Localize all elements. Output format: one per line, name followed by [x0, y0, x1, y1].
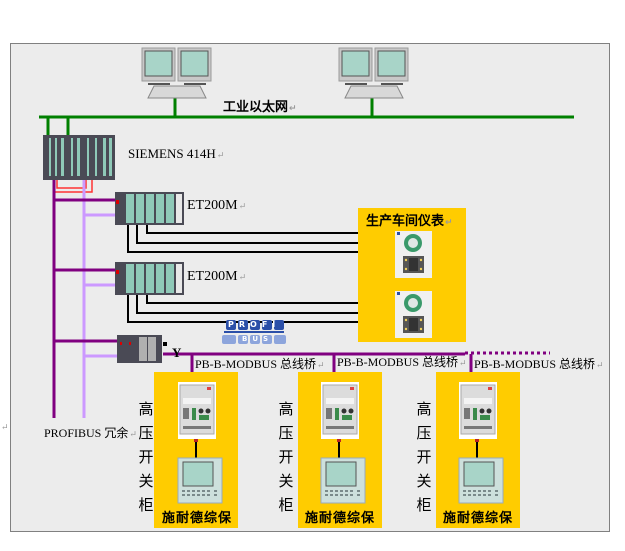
workstation-2-icon[interactable] — [338, 47, 409, 99]
switchgear-3-devices — [458, 382, 504, 504]
switchgear-3-bottom-label: 施耐德综保 — [443, 511, 514, 526]
modbus-bridge-device-icon[interactable] — [321, 382, 359, 439]
et200m-1-label: ET200M↵ — [187, 198, 247, 213]
pressure-transmitter-1-icon[interactable] — [395, 231, 432, 278]
switchgear-2-bottom-label: 施耐德综保 — [305, 511, 376, 526]
protection-relay-hmi-icon[interactable] — [177, 457, 223, 504]
paragraph-mark: ↵ — [1, 422, 9, 432]
modbus-bridge-device-icon[interactable] — [178, 382, 216, 439]
bridge-1-label: PB-B-MODBUS 总线桥↵ — [195, 357, 325, 371]
plc-label: SIEMENS 414H↵ — [128, 146, 225, 161]
switchgear-2-devices — [320, 382, 366, 504]
field-instruments-title: 生产车间仪表↵ — [366, 214, 453, 229]
bridge-3-label: PB-B-MODBUS 总线桥↵ — [474, 357, 604, 371]
profibus-logo-icon — [222, 320, 286, 344]
modbus-bridge-device-icon[interactable] — [459, 382, 497, 439]
switchgear-2-side-label: 高压开关柜 — [278, 400, 294, 514]
et200m-2-label: ET200M↵ — [187, 269, 247, 284]
ethernet-label: 工业以太网↵ — [223, 100, 297, 115]
et200m-1-icon[interactable] — [115, 192, 184, 225]
field-wire-1a — [146, 224, 359, 234]
et200m-2-icon[interactable] — [115, 262, 184, 295]
protection-relay-hmi-icon[interactable] — [320, 457, 366, 504]
y-link-coupler-icon[interactable] — [117, 335, 167, 363]
profibus-redundancy-label: PROFIBUS 冗余↵ — [44, 426, 137, 440]
coupler-label: Y — [172, 345, 182, 360]
switchgear-1-devices — [177, 382, 223, 504]
workstation-1-icon[interactable] — [141, 47, 212, 99]
field-wire-2b — [136, 294, 359, 314]
field-wire-1b — [136, 224, 359, 244]
field-wire-2a — [146, 294, 359, 304]
bridge-2-label: PB-B-MODBUS 总线桥↵ — [337, 355, 467, 369]
switchgear-1-bottom-label: 施耐德综保 — [162, 511, 233, 526]
switchgear-1-side-label: 高压开关柜 — [138, 400, 154, 514]
sync-link-2 — [56, 180, 87, 189]
profibus-logo-bottom-text: BUS — [242, 335, 274, 343]
switchgear-3-side-label: 高压开关柜 — [416, 400, 432, 514]
pressure-transmitter-2-icon[interactable] — [395, 291, 432, 338]
field-wire-1c — [127, 224, 359, 253]
plc-rack-icon[interactable] — [43, 135, 115, 180]
protection-relay-hmi-icon[interactable] — [458, 457, 504, 504]
profibus-logo-top-text: PROFI — [228, 320, 281, 329]
